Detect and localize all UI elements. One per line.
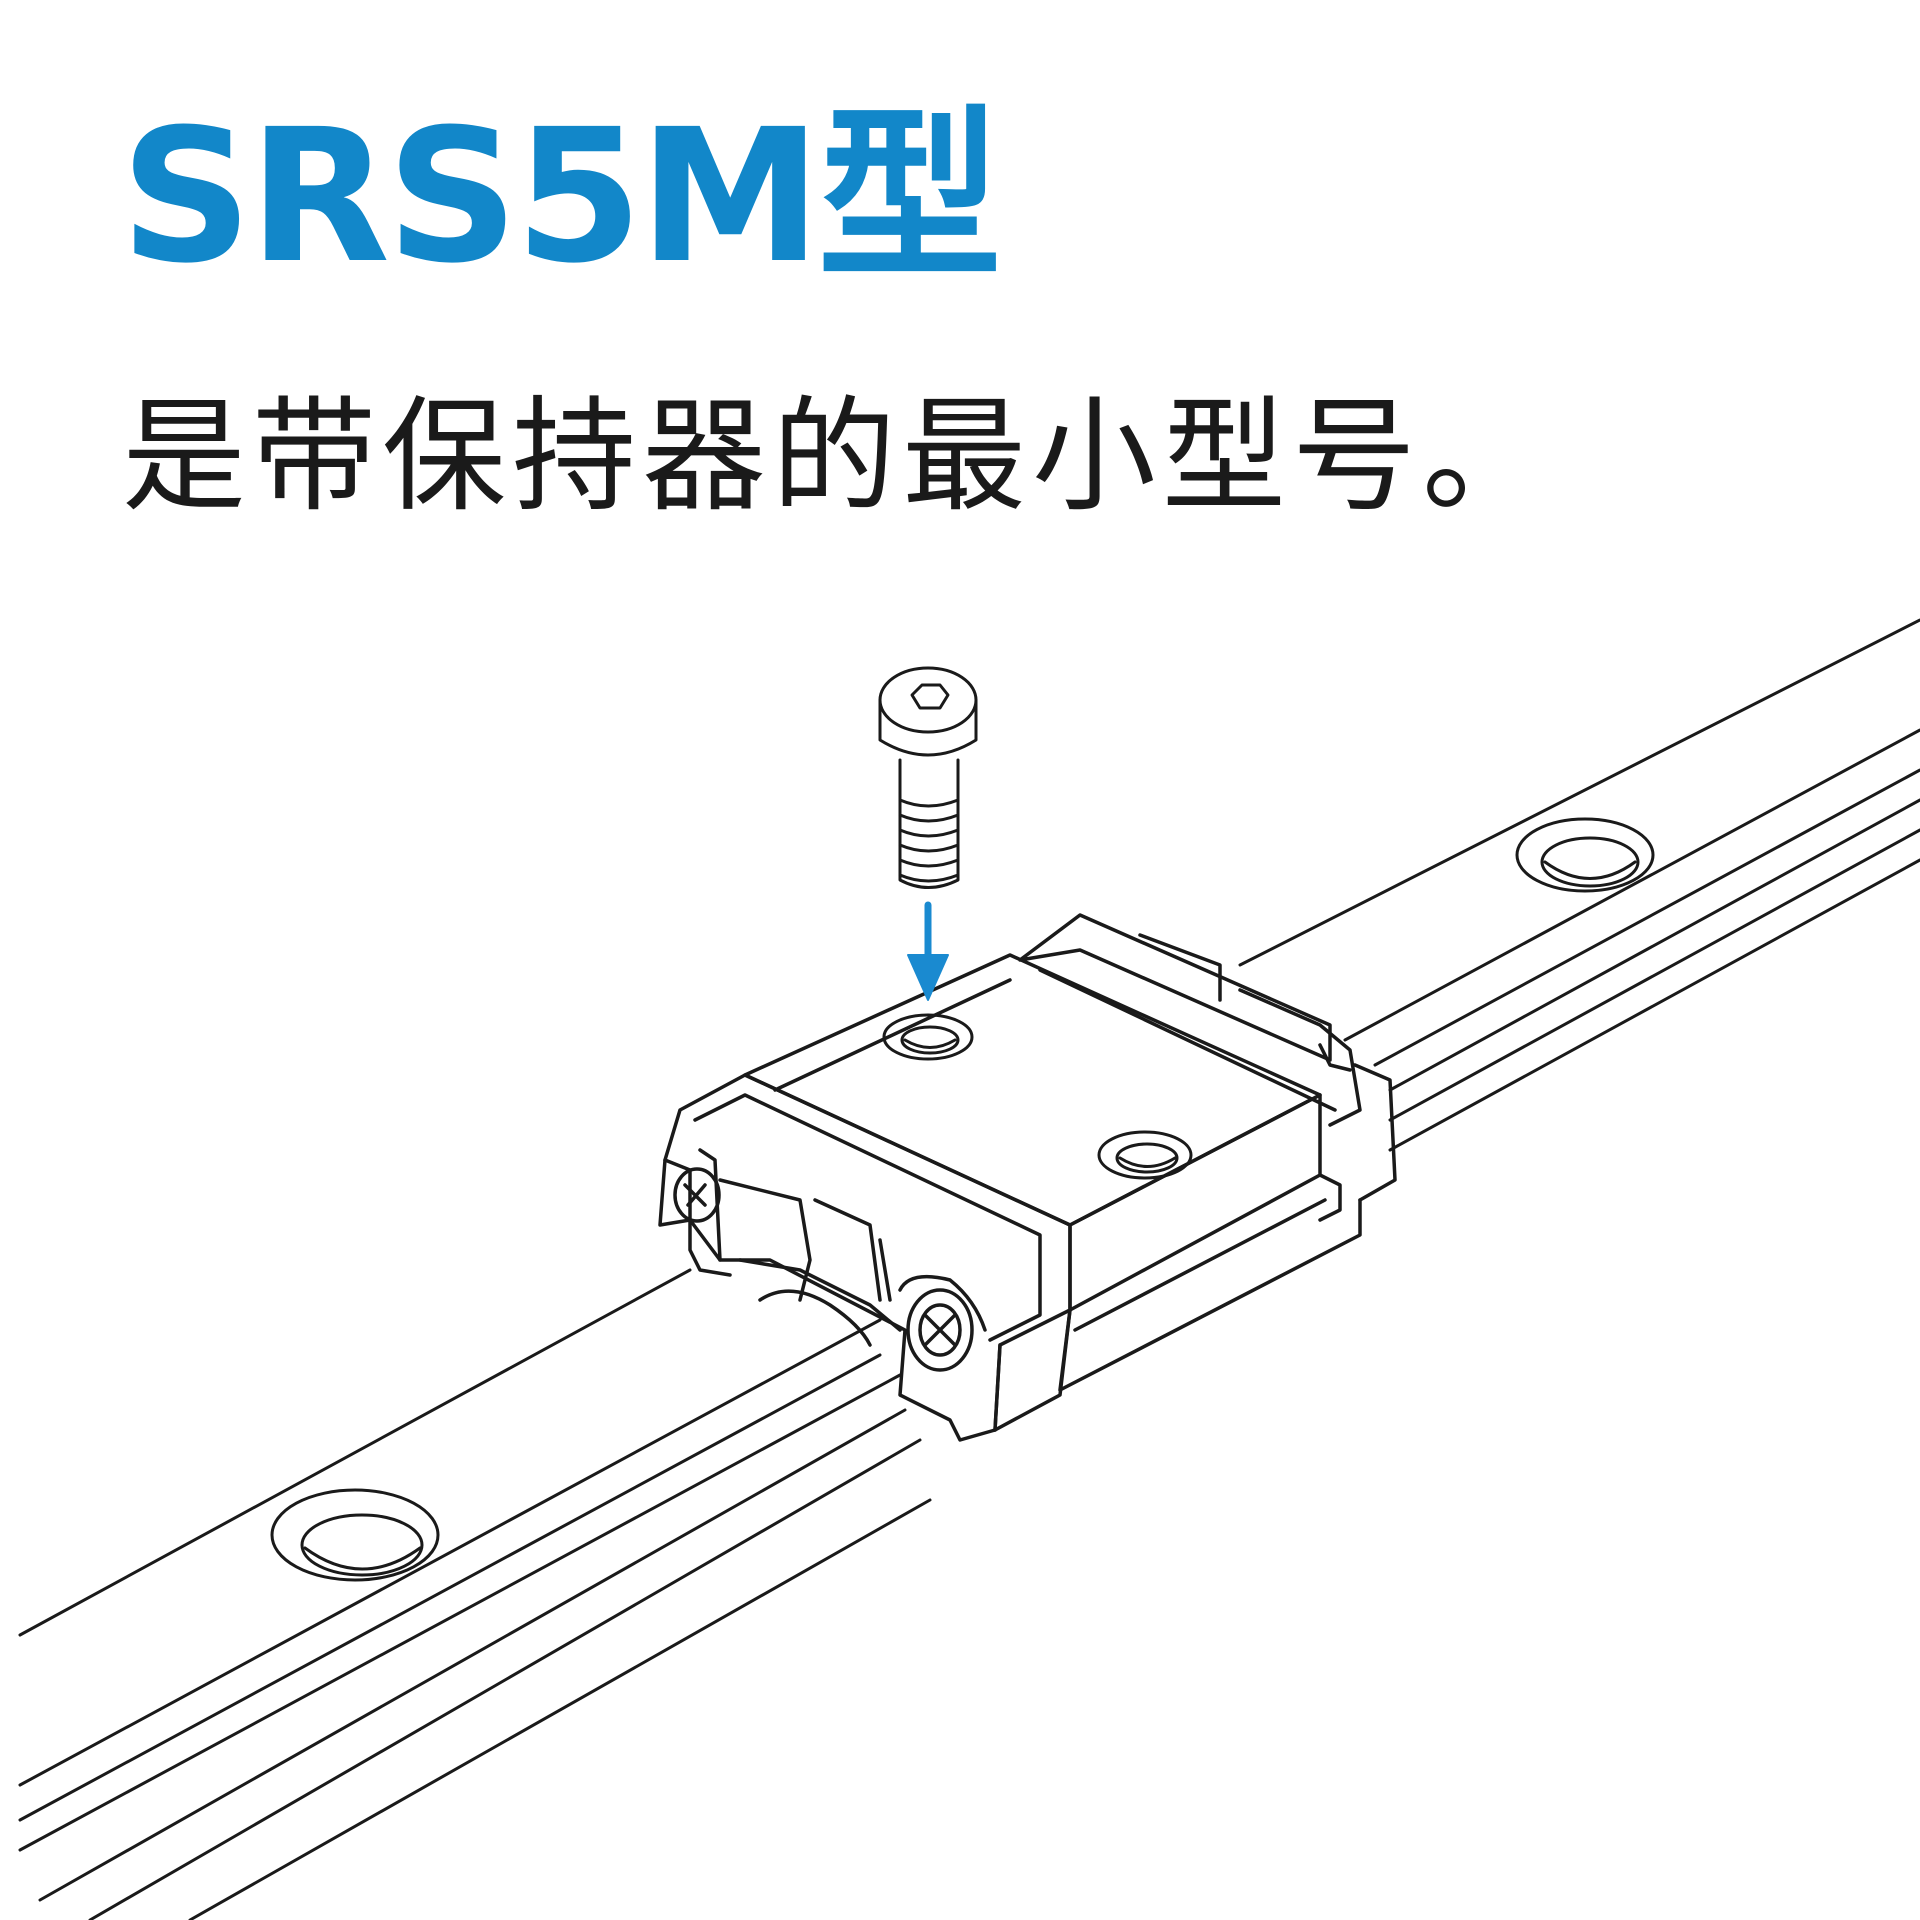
- block-tapped-hole-front: [884, 1015, 972, 1059]
- carriage-block: [660, 915, 1395, 1440]
- rail-hole-left: [272, 1490, 438, 1580]
- cap-screw: [880, 668, 976, 888]
- insertion-arrow-icon: [908, 905, 948, 1000]
- rail-hole-right: [1517, 819, 1653, 891]
- block-tapped-hole-rear: [1099, 1132, 1191, 1178]
- page-subtitle: 是带保持器的最小型号。: [122, 385, 1553, 529]
- page-title: SRS5M型: [120, 90, 1002, 304]
- guide-rail: [20, 620, 1920, 1920]
